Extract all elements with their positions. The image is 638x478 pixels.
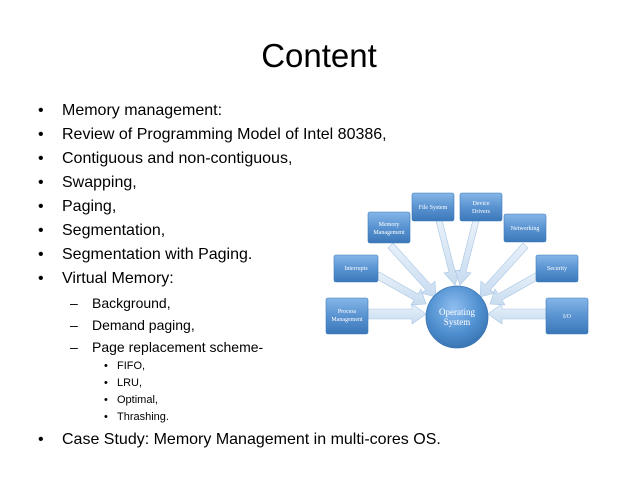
sub-bullet-marker: – — [70, 317, 78, 333]
bullet-case-study: Case Study: Memory Management in multi-c… — [62, 431, 441, 448]
sub-sub-bullet-marker: • — [104, 394, 108, 406]
bullet-memory-management: Memory management: — [62, 102, 223, 119]
arrow-interrupts — [374, 271, 427, 306]
sub-bullet-background: Background, — [92, 295, 171, 311]
bullet-marker: • — [38, 102, 44, 119]
arrow-security — [489, 271, 542, 306]
arrow-networking — [479, 242, 529, 298]
arrow-process-management — [367, 303, 427, 325]
slide-title: Content — [261, 37, 377, 74]
arrow-device-drivers — [454, 219, 480, 286]
sub-sub-bullet-thrashing: Thrashing. — [117, 411, 169, 423]
diagram-node-device-drivers: Device Drivers — [459, 192, 503, 222]
center-label: Operating — [439, 307, 475, 317]
node-label: Device — [473, 201, 490, 207]
sub-sub-bullet-marker: • — [104, 411, 108, 423]
sub-bullet-demand-paging: Demand paging, — [92, 317, 195, 333]
node-label: Management — [331, 317, 363, 323]
arrow-file-system — [435, 219, 461, 286]
node-label: Process — [338, 309, 357, 315]
bullet-virtual-memory: Virtual Memory: — [62, 270, 174, 287]
node-label: Memory — [379, 222, 400, 228]
bullet-paging: Paging, — [62, 198, 117, 215]
sub-bullet-marker: – — [70, 339, 78, 355]
diagram-node-interrupts: Interrupts — [333, 254, 379, 283]
sub-sub-bullet-lru: LRU, — [117, 377, 143, 389]
bullet-segmentation: Segmentation, — [62, 222, 166, 239]
node-label: File System — [419, 205, 448, 211]
diagram-node-networking: Networking — [503, 213, 547, 243]
bullet-marker: • — [38, 222, 44, 239]
bullet-programming-model: Review of Programming Model of Intel 803… — [62, 126, 387, 143]
bullet-segmentation-paging: Segmentation with Paging. — [62, 246, 253, 263]
diagram-node-process-management: Process Management — [325, 297, 369, 335]
bullet-marker: • — [38, 246, 44, 263]
bullet-marker: • — [38, 198, 44, 215]
bullet-swapping: Swapping, — [62, 174, 137, 191]
bullet-marker: • — [38, 270, 44, 287]
bullet-marker: • — [38, 174, 44, 191]
node-label: Interrupts — [344, 266, 368, 272]
sub-sub-bullet-marker: • — [104, 360, 108, 372]
diagram-node-security: Security — [535, 254, 579, 283]
diagram-arrows — [367, 219, 547, 325]
bullet-contiguous: Contiguous and non-contiguous, — [62, 150, 293, 167]
node-label: I/O — [563, 314, 572, 320]
center-label: System — [444, 317, 471, 327]
diagram-node-memory-management: Memory Management — [367, 211, 411, 244]
diagram-node-file-system: File System — [411, 192, 455, 222]
bullet-marker: • — [38, 126, 44, 143]
bullet-marker: • — [38, 431, 44, 448]
diagram-node-io: I/O — [545, 297, 589, 335]
node-label: Networking — [511, 226, 540, 232]
diagram-center-operating-system: Operating System — [425, 285, 489, 349]
node-label: Management — [373, 230, 405, 236]
bullet-marker: • — [38, 150, 44, 167]
sub-sub-bullet-marker: • — [104, 377, 108, 389]
sub-bullet-page-replacement: Page replacement scheme- — [92, 339, 264, 355]
sub-bullet-marker: – — [70, 295, 78, 311]
node-label: Drivers — [472, 209, 491, 215]
node-label: Security — [547, 266, 567, 272]
arrow-memory-management — [387, 242, 437, 298]
sub-sub-bullet-optimal: Optimal, — [117, 394, 158, 406]
arrow-io — [487, 303, 547, 325]
sub-sub-bullet-fifo: FIFO, — [117, 360, 146, 372]
